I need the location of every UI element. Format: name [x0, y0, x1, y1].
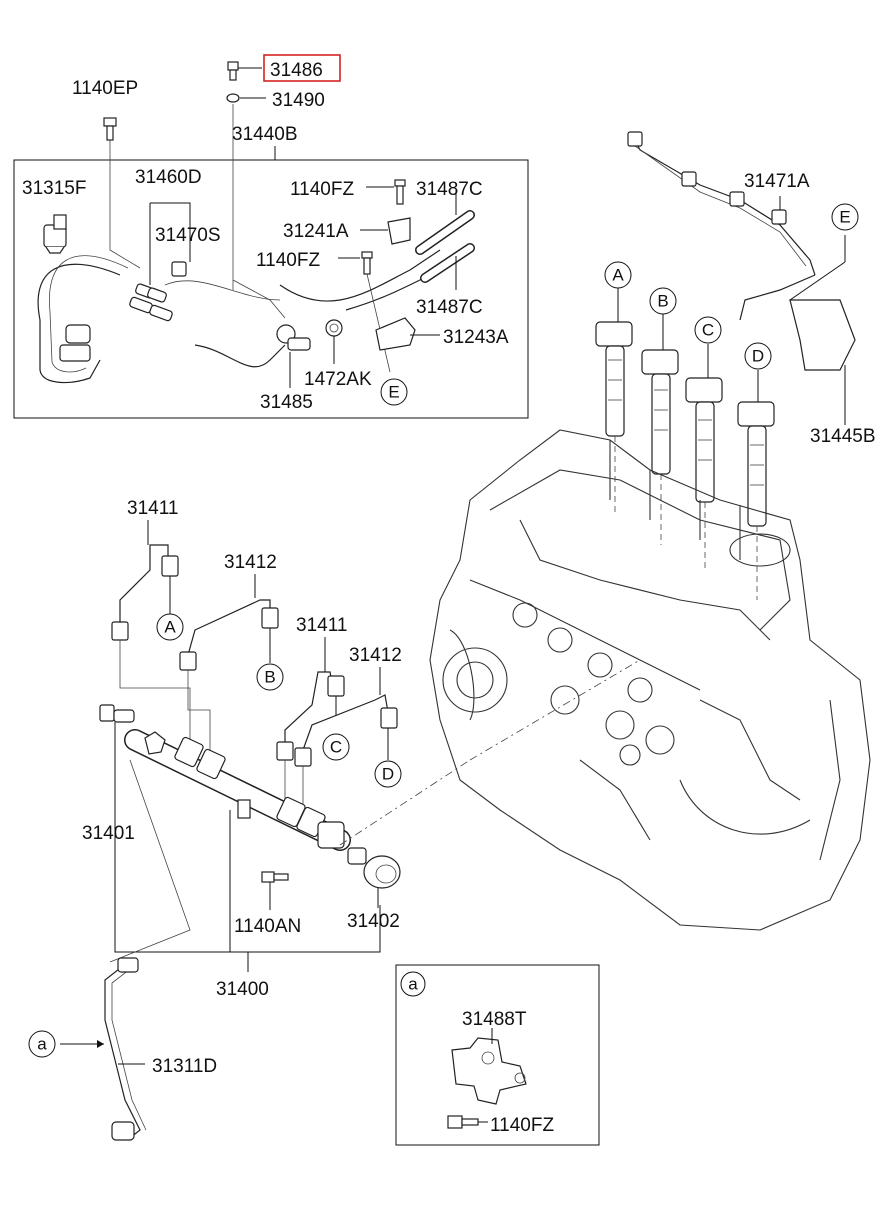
- label-31411-a: 31411: [127, 498, 178, 519]
- callout-E-box: E: [380, 378, 408, 406]
- label-1140AN: 1140AN: [234, 916, 301, 937]
- label-31490: 31490: [272, 90, 325, 111]
- injector-3: [685, 377, 723, 503]
- hose-center: [194, 344, 286, 368]
- connector-31315F: [43, 214, 67, 254]
- label-31488T: 31488T: [462, 1009, 527, 1030]
- fitting-31460D: [129, 283, 173, 322]
- assembly-box-31440B: [13, 159, 529, 419]
- injector-1: [595, 321, 633, 437]
- washer-31490: [226, 93, 240, 103]
- label-31486: 31486: [270, 60, 323, 81]
- svg-text:A: A: [612, 266, 624, 285]
- engine-block: [429, 429, 871, 931]
- label-1140FZ-lower: 1140FZ: [256, 250, 320, 271]
- svg-text:E: E: [388, 383, 399, 402]
- svg-text:C: C: [702, 321, 714, 340]
- callout-C-top: C: [694, 316, 722, 344]
- bracket-31488T: [451, 1037, 527, 1105]
- label-31315F: 31315F: [22, 178, 86, 199]
- clamp-1472AK: [325, 319, 343, 337]
- label-31487C-lower: 31487C: [416, 297, 483, 318]
- svg-text:a: a: [37, 1035, 47, 1054]
- svg-text:a: a: [408, 975, 418, 994]
- callout-A-line: A: [156, 613, 184, 641]
- label-31440B: 31440B: [232, 124, 298, 145]
- svg-text:D: D: [752, 347, 764, 366]
- svg-text:A: A: [164, 618, 176, 637]
- detail-box-a: [395, 964, 600, 1146]
- return-line-connectors: [627, 131, 787, 225]
- svg-text:B: B: [264, 668, 275, 687]
- pipe-31411-C: [284, 671, 333, 745]
- return-hose-loop: [37, 263, 121, 384]
- svg-text:E: E: [839, 208, 850, 227]
- pipe-31412-B: [187, 599, 271, 656]
- svg-text:D: D: [382, 765, 394, 784]
- pressure-sensor-31402: [347, 847, 401, 889]
- hose-fitting-left: [59, 324, 91, 362]
- pipe-31311D: [104, 961, 141, 1139]
- callout-A-top: A: [604, 261, 632, 289]
- callout-B-top: B: [649, 287, 677, 315]
- label-31241A: 31241A: [283, 221, 349, 242]
- callout-C-line: C: [322, 733, 350, 761]
- label-1140FZ-upper: 1140FZ: [290, 179, 354, 200]
- hose-upper: [279, 249, 441, 302]
- label-1140EP: 1140EP: [72, 78, 138, 99]
- bolt-1140AN: [261, 871, 289, 883]
- label-31412-a: 31412: [224, 552, 277, 573]
- pressure-valve-31401: [99, 704, 166, 755]
- fuel-rail-31400: [124, 729, 351, 851]
- injector-4: [737, 401, 775, 527]
- pipe-31411-A: [119, 544, 169, 625]
- label-1472AK: 1472AK: [304, 369, 372, 390]
- label-31243A: 31243A: [443, 327, 509, 348]
- pipe-31487C-upper: [415, 210, 475, 255]
- callout-a-box: a: [400, 971, 426, 997]
- callout-B-line: B: [256, 663, 284, 691]
- pipe-31412-D: [302, 694, 389, 751]
- callout-D-top: D: [744, 342, 772, 370]
- label-31401: 31401: [82, 823, 135, 844]
- callout-a-ref: a: [28, 1030, 56, 1058]
- union-31485: [276, 324, 311, 351]
- valve-31470S: [171, 261, 187, 277]
- label-31470S: 31470S: [155, 225, 221, 246]
- svg-text:B: B: [657, 292, 668, 311]
- callout-D-line: D: [374, 760, 402, 788]
- label-31445B: 31445B: [810, 426, 876, 447]
- label-31487C-upper: 31487C: [416, 179, 483, 200]
- label-31400: 31400: [216, 979, 269, 1000]
- injector-2: [641, 349, 679, 475]
- pipe-31487C-lower: [420, 243, 475, 283]
- label-31412-b: 31412: [349, 645, 402, 666]
- bracket-31241A: [387, 217, 411, 245]
- label-31460D: 31460D: [135, 167, 202, 188]
- label-31411-b: 31411: [296, 615, 347, 636]
- label-31485: 31485: [260, 392, 313, 413]
- label-31402: 31402: [347, 911, 400, 932]
- bolt-1140EP: [103, 117, 117, 141]
- highlight-box-31486: [263, 54, 341, 82]
- svg-text:C: C: [330, 738, 342, 757]
- callout-E-top: E: [831, 203, 859, 231]
- bolt-1140FZ-upper: [394, 179, 406, 205]
- bolt-31486: [227, 61, 239, 81]
- return-line-31471A: [634, 139, 816, 276]
- bracket-31445B: [789, 299, 856, 371]
- bolt-1140FZ-lower: [361, 251, 373, 275]
- bolt-1140FZ-detail: [447, 1115, 479, 1129]
- label-31311D: 31311D: [152, 1056, 217, 1077]
- label-1140FZ-detail: 1140FZ: [490, 1115, 554, 1136]
- label-31471A: 31471A: [744, 171, 810, 192]
- bracket-31243A: [375, 317, 416, 351]
